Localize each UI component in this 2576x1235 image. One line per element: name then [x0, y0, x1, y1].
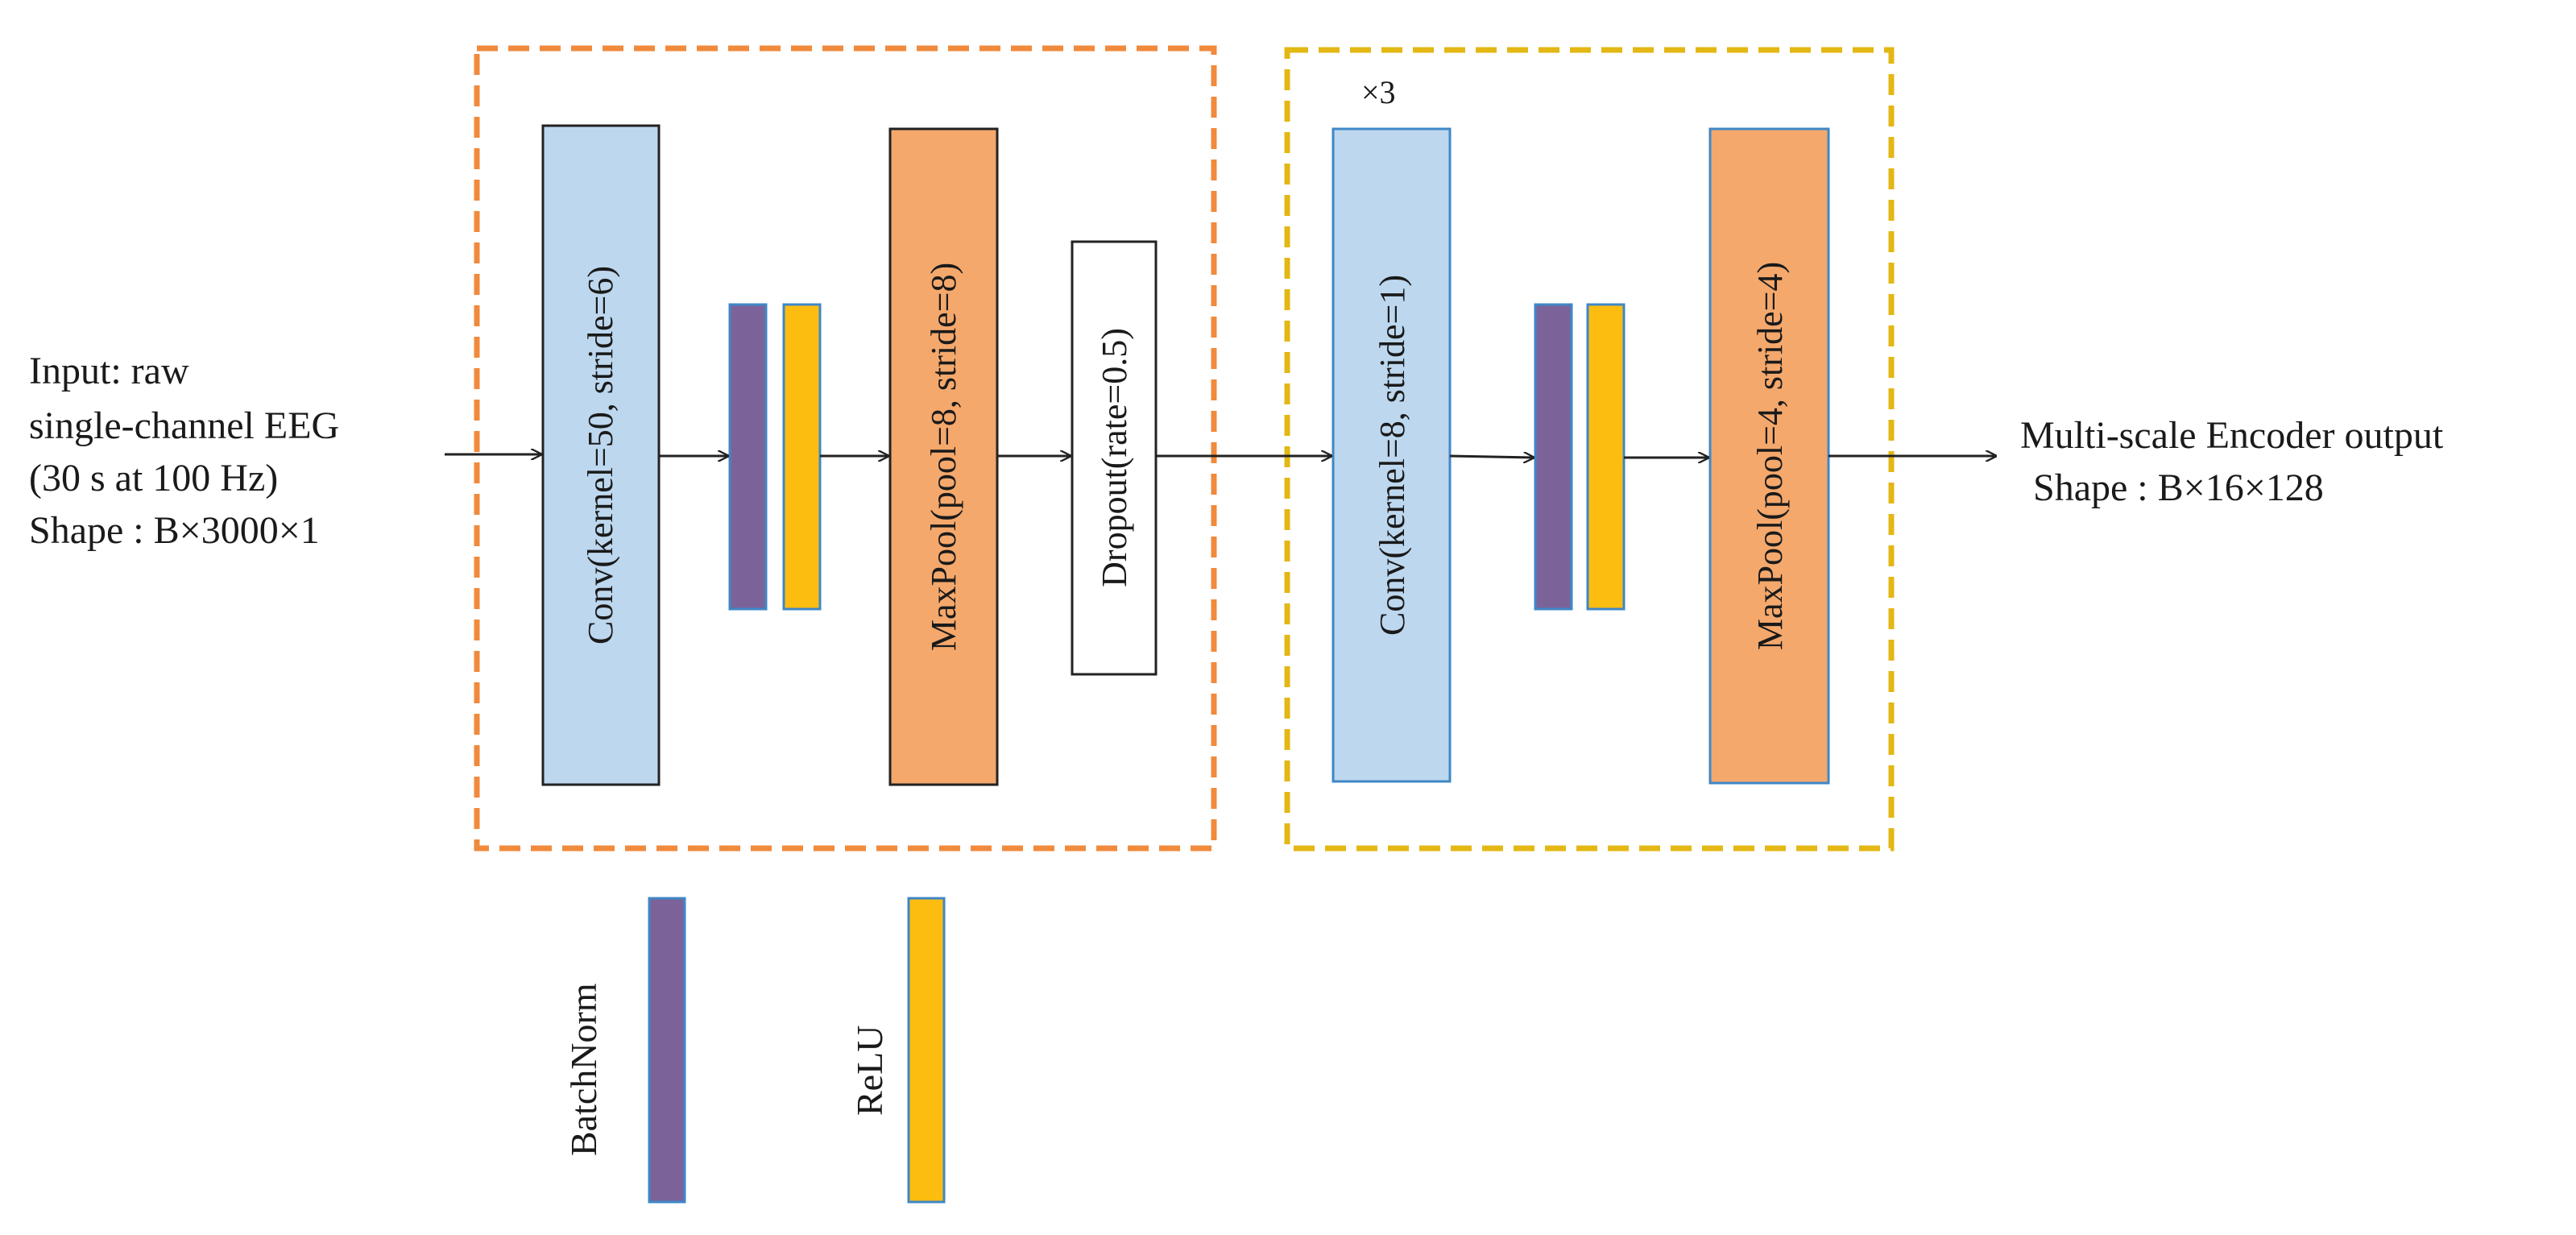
dropout-label: Dropout(rate=0.5) [1095, 328, 1134, 587]
relu-bar-2 [1586, 303, 1626, 611]
batchnorm-bar-2 [1534, 303, 1573, 611]
group2-dashed-box [1284, 47, 1895, 852]
output-label-line-1: Multi-scale Encoder output [2020, 414, 2444, 457]
output-label-line-2: Shape : B×16×128 [2033, 466, 2324, 509]
group1-dashed-box [474, 45, 1217, 852]
input-label-line-1: Input: raw [29, 350, 189, 392]
dropout-block [1071, 240, 1158, 676]
conv1-label: Conv(kernel=50, stride=6) [581, 266, 620, 644]
input-label-line-2: single-channel EEG [29, 404, 339, 447]
legend-batchnorm-swatch [648, 897, 686, 1204]
maxpool2-label: MaxPool(pool=4, stride=4) [1750, 262, 1790, 650]
maxpool1-label: MaxPool(pool=8, stride=8) [924, 263, 963, 651]
legend-batchnorm-label: BatchNorm [563, 983, 604, 1156]
maxpool1-block [888, 127, 999, 786]
legend-relu-swatch [907, 897, 946, 1204]
arrow-conv2-to-batchnorm [1449, 456, 1534, 458]
repeat-label: ×3 [1361, 74, 1396, 110]
input-label-line-4: Shape : B×3000×1 [29, 509, 320, 552]
conv1-block [541, 124, 661, 786]
input-label-line-3: (30 s at 100 Hz) [29, 457, 278, 499]
legend-relu-label: ReLU [849, 1026, 890, 1116]
batchnorm-bar-1 [728, 303, 768, 611]
relu-bar-1 [782, 303, 822, 611]
conv2-label: Conv(kernel=8, stride=1) [1373, 275, 1412, 636]
conv2-block [1331, 127, 1452, 783]
